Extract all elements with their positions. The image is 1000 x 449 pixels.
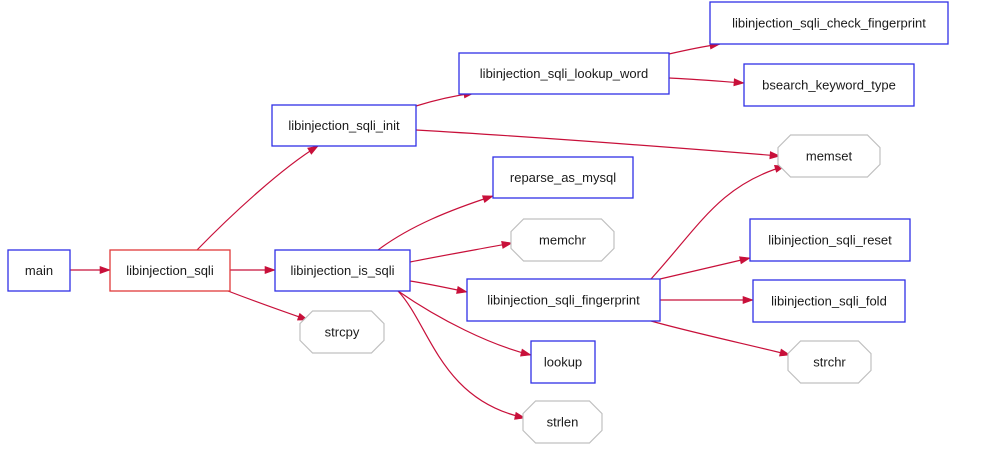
edge-main-to-libinjection_sqli	[70, 265, 111, 275]
edge-arrowhead	[520, 348, 532, 357]
node-libinjection-sqli-init[interactable]: libinjection_sqli_init	[271, 104, 417, 147]
edge-line	[650, 320, 791, 356]
edge-line	[659, 257, 751, 280]
node-libinjection-sqli-fold[interactable]: libinjection_sqli_fold	[752, 279, 906, 323]
edge-libinjection_sqli_fingerprint-to-libinjection_sqli_fold	[659, 295, 754, 305]
edge-arrowhead	[739, 256, 751, 265]
edge-line	[227, 290, 309, 321]
edge-arrowhead	[779, 348, 791, 357]
node-box-shape	[271, 104, 417, 147]
node-label: bsearch_keyword_type	[762, 78, 896, 93]
node-octagon-shape	[777, 134, 881, 178]
node-memset: memset	[777, 134, 881, 178]
node-reparse-as-mysql[interactable]: reparse_as_mysql	[492, 156, 634, 199]
node-lookup[interactable]: lookup	[530, 340, 596, 384]
node-box-shape	[743, 63, 915, 107]
node-octagon-shape	[299, 310, 385, 354]
node-box-shape	[709, 1, 949, 45]
edge-libinjection_is_sqli-to-memchr	[409, 240, 513, 263]
node-libinjection-sqli-check-fingerprint[interactable]: libinjection_sqli_check_fingerprint	[709, 1, 949, 45]
node-main[interactable]: main	[7, 249, 71, 292]
edge-libinjection_sqli-to-libinjection_sqli_init	[196, 145, 319, 251]
node-label: libinjection_sqli_fold	[771, 294, 887, 309]
node-label: libinjection_sqli_check_fingerprint	[732, 16, 926, 31]
node-label: main	[25, 263, 53, 278]
edge-libinjection_is_sqli-to-reparse_as_mysql	[377, 195, 494, 251]
edge-libinjection_sqli_fingerprint-to-libinjection_sqli_reset	[659, 256, 751, 280]
node-bsearch-keyword-type[interactable]: bsearch_keyword_type	[743, 63, 915, 107]
node-strcpy: strcpy	[299, 310, 385, 354]
node-box-shape	[109, 249, 231, 292]
edge-arrowhead	[501, 240, 513, 249]
node-strchr: strchr	[787, 340, 872, 384]
edge-arrowhead	[99, 265, 111, 275]
node-octagon-shape	[510, 218, 615, 262]
node-box-shape	[466, 278, 661, 322]
edge-libinjection_is_sqli-to-libinjection_sqli_fingerprint	[409, 280, 468, 294]
edge-line	[196, 145, 319, 251]
edge-line	[650, 165, 786, 280]
node-libinjection-sqli[interactable]: libinjection_sqli	[109, 249, 231, 292]
node-label: memset	[806, 149, 853, 164]
edge-line	[409, 242, 513, 263]
node-box-shape	[492, 156, 634, 199]
edge-line	[668, 77, 745, 84]
node-label: lookup	[544, 355, 582, 370]
node-label: strlen	[547, 415, 579, 430]
edge-libinjection_sqli-to-strcpy	[227, 290, 309, 321]
node-label: libinjection_sqli_lookup_word	[480, 66, 648, 81]
node-box-shape	[458, 52, 670, 95]
edge-arrowhead	[742, 295, 754, 305]
node-octagon-shape	[787, 340, 872, 384]
edge-arrowhead	[264, 265, 276, 275]
node-box-shape	[530, 340, 596, 384]
edge-arrowhead	[769, 151, 781, 160]
edge-layer	[70, 41, 791, 420]
edge-libinjection_sqli_lookup_word-to-bsearch_keyword_type	[668, 77, 745, 87]
edge-line	[397, 290, 526, 419]
node-label: libinjection_is_sqli	[290, 263, 394, 278]
node-box-shape	[274, 249, 411, 292]
edge-libinjection_is_sqli-to-strlen	[397, 290, 526, 420]
node-label: libinjection_sqli_reset	[768, 233, 892, 248]
edge-libinjection_is_sqli-to-lookup	[397, 290, 532, 357]
node-label: libinjection_sqli	[126, 263, 214, 278]
node-box-shape	[749, 218, 911, 262]
node-layer: main libinjection_sqli libinjection_sqli_i…	[7, 1, 949, 444]
node-label: memchr	[539, 233, 587, 248]
node-libinjection-sqli-lookup-word[interactable]: libinjection_sqli_lookup_word	[458, 52, 670, 95]
edge-line	[397, 290, 532, 356]
edge-arrowhead	[514, 411, 526, 420]
node-label: libinjection_sqli_init	[288, 118, 400, 133]
edge-arrowhead	[733, 78, 745, 87]
node-box-shape	[7, 249, 71, 292]
edge-libinjection_sqli_init-to-memset	[415, 129, 781, 160]
node-label: reparse_as_mysql	[510, 170, 616, 185]
node-memchr: memchr	[510, 218, 615, 262]
node-libinjection-sqli-reset[interactable]: libinjection_sqli_reset	[749, 218, 911, 262]
edge-arrowhead	[481, 195, 494, 204]
edge-libinjection_sqli-to-libinjection_is_sqli	[230, 265, 276, 275]
node-octagon-shape	[522, 400, 603, 444]
node-libinjection-is-sqli[interactable]: libinjection_is_sqli	[274, 249, 411, 292]
node-box-shape	[752, 279, 906, 323]
edge-libinjection_sqli_fingerprint-to-strchr	[650, 320, 791, 357]
edge-arrowhead	[307, 145, 319, 155]
edge-arrowhead	[456, 285, 468, 294]
edge-line	[377, 195, 494, 251]
node-strlen: strlen	[522, 400, 603, 444]
node-label: libinjection_sqli_fingerprint	[487, 293, 640, 308]
node-label: strchr	[813, 355, 846, 370]
node-label: strcpy	[325, 325, 360, 340]
node-libinjection-sqli-fingerprint[interactable]: libinjection_sqli_fingerprint	[466, 278, 661, 322]
edge-line	[415, 129, 781, 157]
